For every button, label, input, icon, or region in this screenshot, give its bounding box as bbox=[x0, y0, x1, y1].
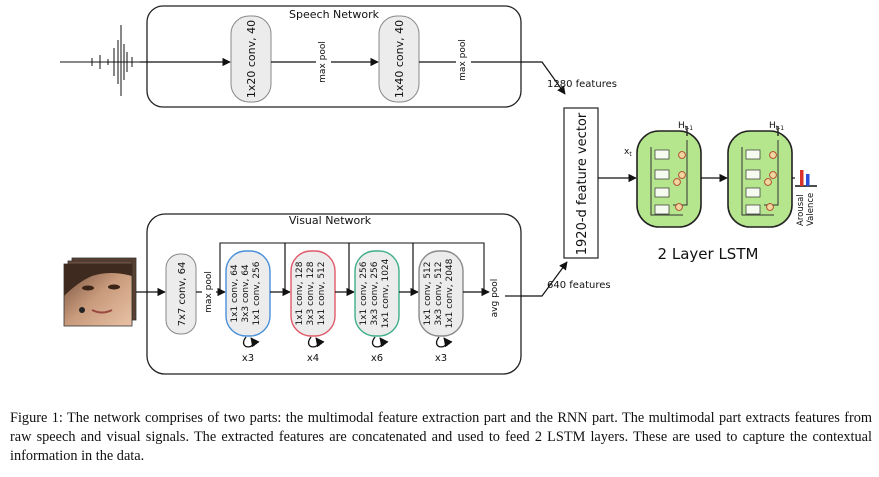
resnet-stage-line: 1x1 conv, 2048 bbox=[445, 258, 455, 328]
lstm-gate bbox=[654, 204, 670, 215]
speech-network-title: Speech Network bbox=[289, 8, 380, 21]
resnet-stage-line: 3x3 conv, 512 bbox=[434, 261, 444, 325]
network-diagram: Speech Network 1x20 conv, 40 max pool 1x… bbox=[60, 5, 817, 375]
lstm-gate bbox=[654, 187, 670, 198]
hidden-state-label: Ht-1 bbox=[769, 121, 784, 132]
arousal-bar bbox=[800, 170, 804, 186]
lstm-gate bbox=[654, 149, 670, 160]
lstm-multiply-icon bbox=[769, 151, 777, 159]
resnet-stage-block bbox=[354, 250, 400, 337]
repeat-count: x4 bbox=[307, 353, 319, 364]
repeat-loop-icon bbox=[308, 336, 325, 348]
lstm-multiply-icon bbox=[673, 178, 681, 186]
resnet-stage-line: 1x1 conv, 64 bbox=[230, 264, 240, 323]
feature-vector-label: 1920-d feature vector bbox=[575, 112, 590, 255]
speech-features-label: 1280 features bbox=[547, 79, 617, 90]
lstm-wire bbox=[650, 147, 683, 216]
lstm-gate bbox=[654, 169, 670, 180]
resnet-stage-line: 1x1 conv, 128 bbox=[295, 261, 305, 325]
resnet-stage-block bbox=[290, 250, 336, 337]
repeat-loop-icon bbox=[243, 336, 260, 348]
visual-avg-pool-label: avg pool bbox=[490, 279, 500, 318]
visual-network-box bbox=[146, 213, 522, 375]
repeat-loop-icon bbox=[436, 336, 453, 348]
speech-conv-label-2: 1x40 conv, 40 bbox=[393, 20, 406, 98]
lstm-gate bbox=[745, 187, 761, 198]
speech-pool-label-1: max pool bbox=[318, 41, 328, 83]
output-bars-icon bbox=[795, 170, 817, 187]
resnet-stage-line: 1x1 conv, 256 bbox=[359, 261, 369, 325]
repeat-loop-icon bbox=[372, 336, 389, 348]
figure-caption: Figure 1: The network comprises of two p… bbox=[10, 410, 872, 464]
resnet-stage-line: 3x3 conv, 256 bbox=[370, 261, 380, 325]
face-input-image bbox=[63, 257, 137, 327]
visual-max-pool-label: max pool bbox=[204, 271, 214, 313]
valence-bar bbox=[806, 174, 810, 186]
repeat-count: x3 bbox=[242, 353, 254, 364]
lstm-gate bbox=[745, 149, 761, 160]
speech-pool-label-2: max pool bbox=[458, 39, 468, 81]
repeat-count: x6 bbox=[371, 353, 383, 364]
repeat-count: x3 bbox=[435, 353, 447, 364]
lstm-multiply-icon bbox=[769, 171, 777, 179]
lstm-layers: Ht-1 Ht-1 xt bbox=[624, 121, 795, 228]
lstm-multiply-icon bbox=[675, 203, 683, 211]
resnet-stage-line: 1x1 conv, 512 bbox=[317, 261, 327, 325]
lstm-gate bbox=[745, 204, 761, 215]
hidden-state-label: Ht-1 bbox=[678, 121, 693, 132]
skip-connection bbox=[412, 242, 485, 292]
lstm-title: 2 Layer LSTM bbox=[658, 245, 759, 263]
visual-network-title: Visual Network bbox=[289, 214, 372, 227]
lstm-multiply-icon bbox=[766, 203, 774, 211]
speech-to-vector-arrow bbox=[521, 61, 566, 95]
lstm-multiply-icon bbox=[678, 171, 686, 179]
lstm-cell-2: Ht-1 bbox=[727, 121, 793, 228]
visual-first-conv-block bbox=[165, 253, 197, 335]
visual-first-conv-label: 7x7 conv, 64 bbox=[177, 262, 188, 327]
lstm-cell-1: Ht-1 bbox=[636, 121, 702, 228]
lstm-wire bbox=[741, 147, 774, 216]
lstm-input-label: xt bbox=[624, 147, 632, 158]
visual-network: Visual Network 7x7 conv, 64 max pool 1x1… bbox=[63, 213, 522, 375]
resnet-stage-block bbox=[418, 250, 464, 337]
lstm-multiply-icon bbox=[764, 178, 772, 186]
speech-conv-block-2 bbox=[378, 15, 420, 103]
lstm-multiply-icon bbox=[678, 151, 686, 159]
lstm-gate bbox=[745, 169, 761, 180]
speech-network-box bbox=[146, 5, 522, 108]
speech-waveform-icon bbox=[60, 25, 140, 96]
visual-features-label: 640 features bbox=[547, 280, 611, 291]
speech-conv-label-1: 1x20 conv, 40 bbox=[245, 20, 258, 98]
visual-to-vector-arrow bbox=[521, 261, 568, 297]
resnet-stage-line: 1x1 conv, 1024 bbox=[381, 258, 391, 328]
resnet-stage-line: 3x3 conv, 64 bbox=[241, 264, 251, 323]
speech-conv-block-1 bbox=[230, 15, 272, 103]
output-label-arousal: Arousal bbox=[796, 194, 806, 226]
speech-network: Speech Network 1x20 conv, 40 max pool 1x… bbox=[60, 5, 522, 108]
resnet-stage-line: 1x1 conv, 256 bbox=[252, 261, 262, 325]
resnet-stage-block bbox=[225, 250, 271, 337]
resnet-stage-line: 3x3 conv, 128 bbox=[306, 261, 316, 325]
output-label-valence: Valence bbox=[806, 193, 816, 226]
resnet-stage-line: 1x1 conv, 512 bbox=[423, 261, 433, 325]
feature-vector-box bbox=[563, 107, 599, 259]
